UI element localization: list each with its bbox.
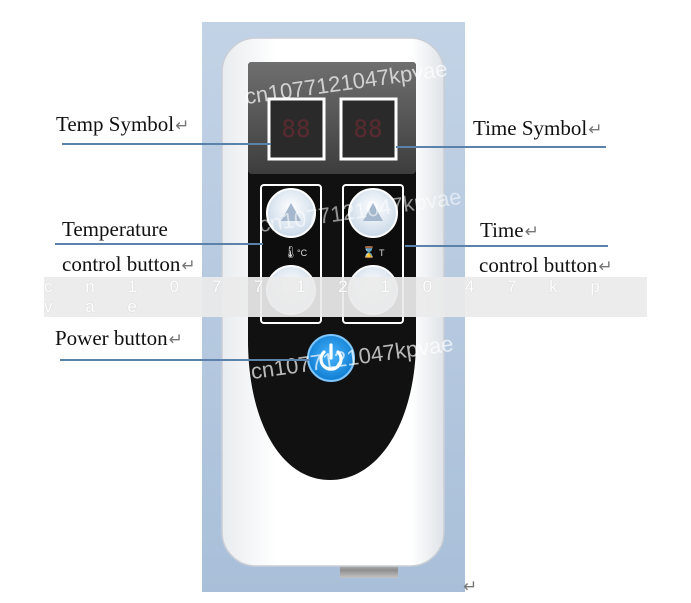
label-temp-symbol: Temp Symbol↵ [56, 112, 190, 136]
temp-display: 88 [267, 97, 326, 161]
leader-line-time-symbol [396, 146, 606, 148]
power-icon [319, 350, 343, 371]
power-button[interactable] [307, 334, 355, 382]
label-temperature-line2: control button↵ [62, 252, 196, 276]
label-power-button: Power button↵ [55, 326, 183, 350]
leader-line-time-button [405, 245, 608, 247]
thermometer-icon: 🌡 [283, 245, 298, 259]
label-time-line1: Time↵ [480, 218, 539, 242]
temp-up-arrow-icon [281, 203, 301, 221]
label-time-line2: control button↵ [479, 253, 613, 277]
watermark-band: c n 1 0 7 7 1 2 1 0 4 7 k p v a e [44, 277, 647, 317]
corner-return-mark: ↵ [463, 577, 478, 596]
time-digits: 88 [354, 115, 383, 143]
leader-line-power-button [60, 359, 310, 361]
label-temperature-line1: Temperature [62, 217, 168, 241]
time-display: 88 [339, 97, 398, 161]
label-time-symbol: Time Symbol↵ [473, 116, 603, 140]
leader-line-temperature-button [55, 243, 263, 245]
leader-line-temp-symbol [62, 143, 271, 145]
watermark-band-text: c n 1 0 7 7 1 2 1 0 4 7 k p v a e [44, 277, 614, 316]
temp-unit-label: °C [297, 248, 308, 258]
time-unit-label: T [379, 248, 385, 258]
timer-icon: ⌛ [362, 246, 376, 259]
time-up-arrow-icon [363, 203, 383, 221]
temp-digits: 88 [282, 115, 311, 143]
